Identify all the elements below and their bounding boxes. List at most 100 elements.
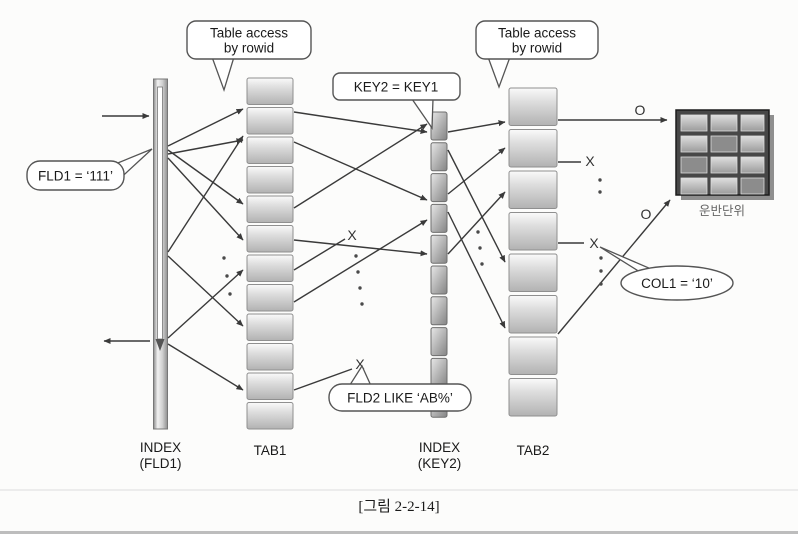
- callout-bubble: [186, 20, 312, 60]
- dot: [228, 292, 232, 296]
- tab2-row: [508, 212, 558, 251]
- rowid-arrow: [167, 343, 244, 391]
- discarded-arrow: [293, 238, 346, 271]
- tab2-row: [508, 129, 558, 168]
- dot: [358, 286, 362, 290]
- dot: [478, 246, 482, 250]
- cell: [680, 114, 708, 132]
- callout-table-access-right: Table access by rowid: [475, 20, 599, 89]
- cell: [740, 114, 765, 132]
- discarded-arrow: [293, 368, 353, 391]
- callout-tail: [487, 56, 511, 89]
- cell: [710, 114, 738, 132]
- rowid-arrow: [167, 149, 244, 205]
- rowid-arrow: [167, 108, 244, 147]
- index-key2-segment: [430, 173, 448, 203]
- transport-unit-label: 운반단위: [699, 204, 745, 218]
- tab2-row: [508, 378, 558, 417]
- tab1-row: [246, 225, 294, 253]
- tab2-row: [508, 295, 558, 334]
- index1-label-line2: (FLD1): [139, 456, 181, 471]
- index1-label-line1: INDEX: [140, 440, 181, 455]
- index-key2-segment: [430, 203, 448, 233]
- callout-bubble: [26, 160, 125, 191]
- cell: [680, 135, 708, 153]
- cell: [740, 135, 765, 153]
- dot: [599, 269, 603, 273]
- rowid-arrow: [447, 147, 506, 195]
- index2-label-line2: (KEY2): [418, 456, 462, 471]
- dot: [354, 254, 358, 258]
- dot: [599, 282, 603, 286]
- dot: [598, 190, 602, 194]
- dot: [222, 256, 226, 260]
- cell: [680, 177, 708, 195]
- index-fld1-bar: [102, 78, 168, 430]
- index-key2-segment: [430, 265, 448, 295]
- cell: [710, 135, 738, 153]
- tab2-label: TAB2: [517, 443, 550, 458]
- tab1-row: [246, 107, 294, 135]
- callout-table-access-left: Table access by rowid: [186, 20, 312, 93]
- filter-marks: X X O X O X: [347, 102, 651, 372]
- tab1-row: [246, 372, 294, 400]
- callout-text: FLD1 = ‘111’: [38, 169, 113, 184]
- callout-col1-filter: COL1 = ‘10’: [599, 246, 734, 301]
- index-key2-segment: [430, 357, 448, 387]
- callout-bubble: [620, 265, 734, 301]
- tab2-row: [508, 170, 558, 209]
- rowid-arrow: [167, 157, 244, 241]
- rowid-arrow: [447, 120, 506, 133]
- callout-tail: [410, 98, 434, 130]
- tab1-row: [246, 136, 294, 164]
- cell: [680, 156, 708, 174]
- arrows-tab1-to-index2: [293, 111, 428, 391]
- tab1-row: [246, 77, 294, 105]
- callout-key-join: KEY2 = KEY1: [332, 72, 461, 130]
- callout-bubble: [328, 383, 472, 412]
- tab1-row: [246, 343, 294, 371]
- transport-unit-cells: [680, 114, 765, 195]
- callout-text: FLD2 LIKE ‘AB%’: [347, 391, 453, 406]
- callout-text-line1: Table access: [210, 26, 288, 41]
- join-arrow: [293, 141, 428, 201]
- cell: [710, 156, 738, 174]
- rowid-arrow: [447, 149, 506, 263]
- callout-bubble: [475, 20, 599, 60]
- tab1-row: [246, 195, 294, 223]
- tab2-table: [508, 87, 558, 417]
- index-key2-segment: [430, 327, 448, 357]
- callout-text: KEY2 = KEY1: [354, 80, 438, 95]
- callout-text-line2: by rowid: [512, 41, 562, 56]
- rowid-arrow: [447, 211, 506, 329]
- tab1-table: [246, 77, 294, 430]
- discard-x-mark: X: [347, 227, 357, 243]
- index-key2-bar: [430, 111, 448, 418]
- join-arrow: [293, 111, 428, 135]
- dot: [225, 274, 229, 278]
- dot: [598, 178, 602, 182]
- callout-tail: [211, 56, 235, 93]
- column-labels: INDEX (FLD1) TAB1 INDEX (KEY2) TAB2: [139, 440, 549, 471]
- tab2-row: [508, 336, 558, 375]
- dot: [480, 262, 484, 266]
- rowid-arrow: [167, 255, 244, 327]
- cell: [740, 156, 765, 174]
- tab1-row: [246, 284, 294, 312]
- dot: [360, 302, 364, 306]
- index2-label-line1: INDEX: [419, 440, 460, 455]
- pass-o-mark: O: [641, 206, 652, 222]
- arrows-index1-to-tab1: [167, 108, 244, 391]
- figure-caption: [그림 2-2-14]: [358, 498, 439, 515]
- discard-x-mark: X: [585, 153, 595, 169]
- rowid-arrow: [167, 269, 244, 339]
- index-key2-segment: [430, 234, 448, 264]
- cell: [740, 177, 765, 195]
- rowid-arrow: [167, 135, 244, 253]
- index-scan-down-arrowhead: [155, 339, 165, 351]
- join-arrow: [293, 219, 428, 303]
- dot: [356, 270, 360, 274]
- ellipsis-dots: [222, 178, 603, 306]
